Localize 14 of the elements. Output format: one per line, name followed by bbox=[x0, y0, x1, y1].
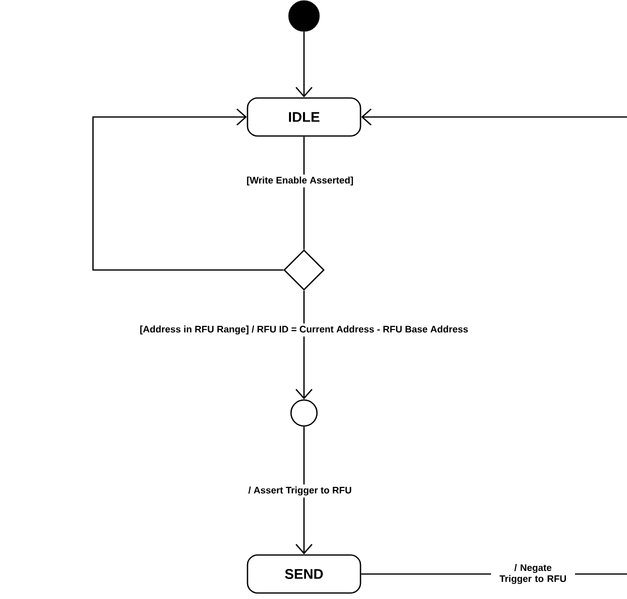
arrow bbox=[296, 290, 312, 400]
edge-label: / Assert Trigger to RFU bbox=[246, 484, 354, 498]
arrow bbox=[92, 108, 284, 271]
state-box: SEND bbox=[246, 554, 362, 594]
edge-label: / Negate Trigger to RFU bbox=[491, 562, 575, 586]
start-node bbox=[288, 0, 320, 32]
connector-line bbox=[303, 136, 305, 250]
arrow bbox=[296, 32, 312, 98]
edge-label: [Address in RFU Range] / RFU ID = Current Address - RFU Base Address bbox=[138, 324, 470, 336]
edge-label: [Write Enable Asserted] bbox=[244, 174, 356, 188]
arrow bbox=[296, 426, 312, 554]
state-box: IDLE bbox=[246, 97, 362, 137]
junction-circle bbox=[290, 399, 318, 427]
arrow bbox=[361, 108, 627, 126]
